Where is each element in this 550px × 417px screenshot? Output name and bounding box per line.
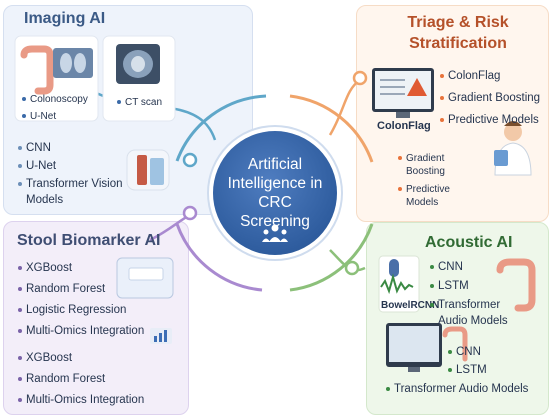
triage-title-line1: Triage & Risk bbox=[407, 14, 509, 31]
triage-side-predictive: Predictive bbox=[398, 184, 450, 195]
stool-item-rf-b: Random Forest bbox=[18, 373, 105, 385]
triage-panel bbox=[356, 5, 549, 222]
warning-icon bbox=[407, 78, 427, 96]
connector-triage bbox=[328, 78, 361, 136]
doctor-icon bbox=[504, 123, 522, 141]
center-title-line2: Intelligence in bbox=[227, 175, 323, 192]
scope-image-icon bbox=[53, 48, 93, 78]
acoustic-item-transformer-audio-b: Transformer Audio Models bbox=[386, 383, 528, 395]
waveform-icon bbox=[380, 273, 414, 295]
center-hub bbox=[213, 131, 337, 255]
ring-segment-stool bbox=[175, 223, 263, 292]
stool-item-xgboost-b: XGBoost bbox=[18, 352, 72, 364]
acoustic-item-transformer-a: Transformer bbox=[430, 299, 500, 311]
colonflag-screen-label: ColonFlag bbox=[377, 120, 431, 132]
acoustic-title: Acoustic AI bbox=[425, 234, 513, 251]
triage-side-models: Models bbox=[406, 197, 439, 208]
clipboard-icon bbox=[494, 150, 508, 166]
triage-title: Triage & Risk Stratification bbox=[388, 12, 528, 54]
colon-illustration-icon bbox=[496, 258, 536, 312]
node-acoustic bbox=[344, 260, 360, 276]
colonoscopy-label: Colonoscopy bbox=[22, 94, 88, 105]
ring-segment-triage bbox=[289, 94, 374, 163]
node-triage bbox=[352, 70, 368, 86]
imaging-item-unet: U-Net bbox=[18, 160, 56, 172]
ring-segment-imaging bbox=[175, 94, 267, 162]
center-title: Artificial Intelligence in CRC Screening bbox=[223, 155, 327, 231]
acoustic-item-cnn-a: CNN bbox=[430, 261, 463, 273]
node-stool bbox=[182, 205, 198, 221]
ring-segment-acoustic bbox=[289, 223, 374, 292]
imaging-item-transformer: Transformer Vision bbox=[18, 178, 123, 190]
imaging-item-models: Models bbox=[26, 194, 64, 206]
unet-small-label: U-Net bbox=[22, 111, 56, 122]
triage-side-gradient: Gradient bbox=[398, 153, 444, 164]
stool-title: Stool Biomarker AI bbox=[17, 232, 161, 249]
stool-item-xgboost-a: XGBoost bbox=[18, 262, 72, 274]
center-title-line3: CRC Screening bbox=[240, 194, 310, 230]
acoustic-item-lstm-a: LSTM bbox=[430, 280, 469, 292]
stool-item-multiomics-b: Multi-Omics Integration bbox=[18, 394, 144, 406]
center-title-line1: Artificial bbox=[247, 156, 303, 173]
acoustic-item-audio-models-a: Audio Models bbox=[438, 315, 508, 327]
acoustic-ai-panel bbox=[366, 222, 549, 415]
node-imaging bbox=[182, 152, 198, 168]
triage-item-colonflag: ColonFlag bbox=[440, 70, 500, 82]
ct-scan-label: CT scan bbox=[117, 97, 162, 108]
acoustic-item-lstm-b: LSTM bbox=[448, 364, 487, 376]
triage-title-line2: Stratification bbox=[409, 35, 507, 52]
triage-item-predictive: Predictive Models bbox=[440, 114, 539, 126]
stool-item-logreg: Logistic Regression bbox=[18, 304, 126, 316]
colon-illustration-icon bbox=[20, 45, 54, 95]
triage-side-boosting: Boosting bbox=[406, 166, 445, 177]
bowelrcnn-label: BowelRCNN bbox=[381, 300, 440, 311]
triage-item-gradient: Gradient Boosting bbox=[440, 92, 540, 104]
imaging-title: Imaging AI bbox=[24, 10, 106, 27]
stool-item-multiomics-a: Multi-Omics Integration bbox=[18, 325, 144, 337]
microphone-icon bbox=[389, 259, 399, 277]
imaging-item-cnn: CNN bbox=[18, 142, 51, 154]
stool-item-rf-a: Random Forest bbox=[18, 283, 105, 295]
acoustic-item-cnn-b: CNN bbox=[448, 346, 481, 358]
stool-biomarker-panel bbox=[3, 221, 189, 415]
